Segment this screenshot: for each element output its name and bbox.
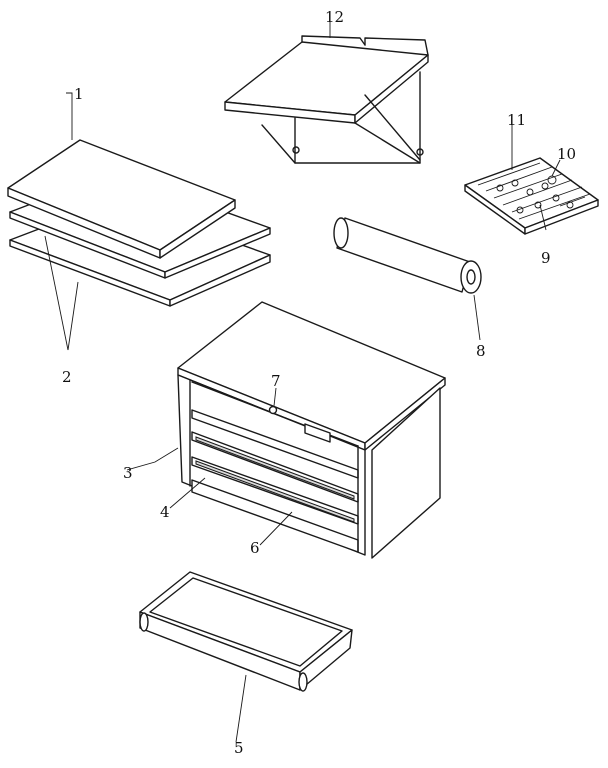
callout-4: 4 [160,503,170,521]
callout-9: 9 [541,249,551,267]
leader-lines [44,16,561,743]
callout-12: 12 [325,8,344,26]
callout-3: 3 [123,464,133,482]
callout-10: 10 [557,145,576,163]
callout-6: 6 [250,539,260,557]
socket-tray [464,157,599,235]
drawer-liner-mats [7,139,271,307]
callout-1: 1 [74,85,84,103]
callout-5: 5 [234,739,244,757]
rolled-mat [333,217,482,294]
side-shelf [224,35,429,164]
callout-11: 11 [507,111,526,129]
tool-chest [177,301,446,559]
drawer-tray [139,571,353,692]
callout-7: 7 [271,372,281,390]
callout-2: 2 [62,368,72,386]
callout-8: 8 [476,342,486,360]
callout-numbers: 1 2 3 4 5 6 7 8 9 10 11 12 [62,8,576,757]
